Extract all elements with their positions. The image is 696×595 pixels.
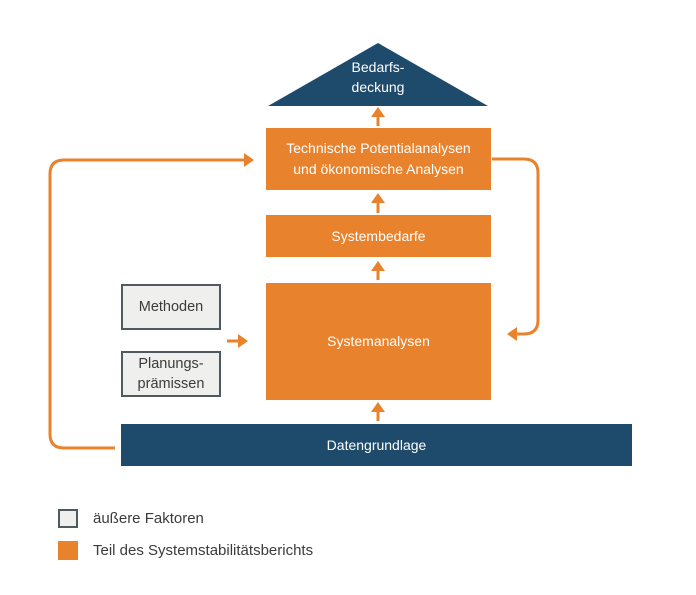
legend-label: äußere Faktoren [93, 509, 204, 527]
arrow-up-icon [371, 402, 385, 421]
loop-right-connector [492, 157, 540, 341]
box-methoden: Methoden [121, 284, 221, 330]
arrow-up-icon [371, 107, 385, 126]
box-systemanalysen: Systemanalysen [266, 283, 491, 400]
box-datengrundlage: Datengrundlage [121, 424, 632, 466]
legend-item-teil-des-systemstabilitaetsberichts: Teil des Systemstabilitätsberichts [58, 539, 313, 561]
gray-swatch-icon [58, 508, 78, 528]
arrow-right-icon [227, 334, 248, 348]
goal-triangle-label: Bedarfs- deckung [351, 59, 405, 96]
box-technische-potentialanalysen: Technische Potentialanalysen und ökonomi… [266, 128, 491, 190]
box-planungspraemissen: Planungs- prämissen [121, 351, 221, 397]
arrow-up-icon [371, 193, 385, 213]
box-systembedarfe: Systembedarfe [266, 215, 491, 257]
orange-swatch-icon [58, 540, 78, 560]
goal-triangle [268, 43, 488, 106]
legend-label: Teil des Systemstabilitätsberichts [93, 541, 314, 559]
legend-item-aeussere-faktoren: äußere Faktoren [58, 507, 204, 529]
arrow-up-icon [371, 261, 385, 280]
